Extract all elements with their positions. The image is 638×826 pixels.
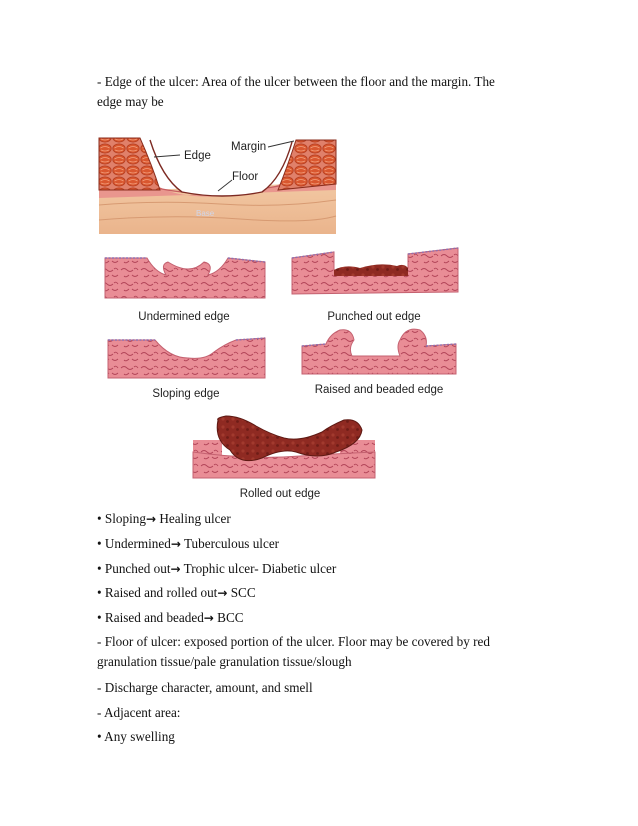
bullet-item-raised-beaded: • Raised and beaded→ BCC: [97, 610, 244, 625]
label-rolled: Rolled out edge: [240, 488, 321, 500]
arrow-right-icon: →: [170, 562, 181, 576]
label-margin: Margin: [231, 141, 266, 153]
discharge-line: - Discharge character, amount, and smell: [97, 680, 313, 695]
label-edge: Edge: [184, 150, 211, 162]
label-floor: Floor: [232, 171, 258, 183]
label-raised: Raised and beaded edge: [315, 384, 444, 396]
rolled-out-mass: [216, 415, 363, 462]
swelling-line: • Any swelling: [97, 729, 175, 744]
bullet-item-sloping: • Sloping→ Healing ulcer: [97, 511, 231, 526]
intro-line-2: edge may be: [97, 94, 164, 109]
sloping-edge-diagram: Sloping edge: [107, 337, 266, 400]
arrow-right-icon: →: [217, 586, 228, 600]
intro-paragraph: - Edge of the ulcer: Area of the ulcer b…: [97, 72, 547, 112]
arrow-right-icon: →: [145, 512, 157, 526]
arrow-right-icon: →: [170, 537, 181, 551]
raised-beaded-edge-diagram: Raised and beaded edge: [301, 328, 457, 396]
ulcer-crater: [149, 139, 293, 197]
label-base: Base: [196, 209, 215, 218]
left-tissue-block: [98, 137, 161, 191]
rolled-out-edge-diagram: Rolled out edge: [192, 415, 376, 500]
label-sloping: Sloping edge: [152, 388, 219, 400]
punched-out-edge-diagram: Punched out edge: [291, 247, 459, 323]
arrow-right-icon: →: [203, 611, 214, 625]
bullet-item-undermined: • Undermined→ Tuberculous ulcer: [97, 536, 280, 551]
ulcer-anatomy-diagram: Edge Margin Floor Base: [98, 137, 337, 234]
intro-line-1: - Edge of the ulcer: Area of the ulcer b…: [97, 74, 495, 89]
floor-paragraph: - Floor of ulcer: exposed portion of the…: [97, 632, 547, 672]
floor-line-1: - Floor of ulcer: exposed portion of the…: [97, 634, 490, 649]
floor-layer: [99, 176, 336, 198]
adjacent-area-line: - Adjacent area:: [97, 705, 181, 720]
punched-slough: [334, 264, 408, 276]
label-undermined: Undermined edge: [138, 311, 229, 323]
floor-line-2: granulation tissue/pale granulation tiss…: [97, 654, 352, 669]
label-punched: Punched out edge: [327, 311, 420, 323]
bullet-item-punched-out: • Punched out→ Trophic ulcer- Diabetic u…: [97, 561, 337, 576]
right-tissue-block: [277, 139, 337, 191]
undermined-edge-diagram: Undermined edge: [104, 257, 266, 323]
bullet-item-raised-rolled: • Raised and rolled out→ SCC: [97, 585, 256, 600]
